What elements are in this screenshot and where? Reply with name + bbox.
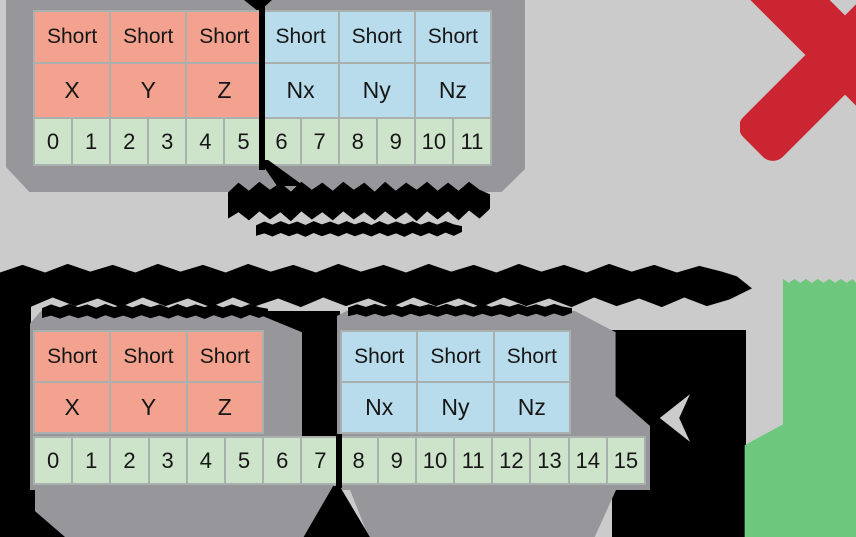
byte-cell: 7 xyxy=(302,438,339,483)
field-type-cell: Short xyxy=(339,12,414,62)
byte-cell: 15 xyxy=(607,438,644,483)
byte-cell: 4 xyxy=(187,119,224,164)
bottom-position-field-table: Short Short Short X Y Z xyxy=(33,330,264,434)
byte-cell: 4 xyxy=(187,438,224,483)
green-check-mark xyxy=(744,278,856,537)
field-name-cell: Y xyxy=(111,64,186,117)
byte-cell: 5 xyxy=(225,438,263,483)
field-type-cell: Short xyxy=(187,12,262,62)
byte-cell: 9 xyxy=(378,438,415,483)
byte-cell: 3 xyxy=(149,438,186,483)
byte-cell: 9 xyxy=(377,119,414,164)
byte-cell: 5 xyxy=(225,119,262,164)
field-type-cell: Short xyxy=(111,332,186,381)
byte-cell: 11 xyxy=(455,438,492,483)
field-name-cell: Z xyxy=(187,64,262,117)
illegible-callout-text xyxy=(256,221,462,237)
byte-cell: 14 xyxy=(569,438,606,483)
illegible-label-text xyxy=(42,304,268,319)
field-type-cell: Short xyxy=(111,12,186,62)
field-name-cell: Y xyxy=(111,383,186,432)
byte-cell: 13 xyxy=(531,438,568,483)
byte-cell: 0 xyxy=(35,438,72,483)
field-name-cell: Nz xyxy=(494,383,569,432)
field-type-cell: Short xyxy=(187,332,262,381)
red-cross-mark xyxy=(740,0,856,166)
panel-foot xyxy=(350,490,616,537)
field-name-cell: X xyxy=(35,64,110,117)
byte-cell: 6 xyxy=(264,438,301,483)
field-type-cell: Short xyxy=(342,332,417,381)
field-name-cell: Z xyxy=(187,383,262,432)
byte-cell: 0 xyxy=(35,119,72,164)
field-type-cell: Short xyxy=(35,12,110,62)
aligned-boundary-line xyxy=(336,434,342,488)
byte-cell: 7 xyxy=(301,119,338,164)
field-type-cell: Short xyxy=(415,12,490,62)
misaligned-boundary-line xyxy=(259,0,265,170)
byte-cell: 2 xyxy=(111,438,148,483)
field-name-cell: Ny xyxy=(418,383,493,432)
field-type-cell: Short xyxy=(494,332,569,381)
field-name-cell: Nx xyxy=(342,383,417,432)
byte-cell: 1 xyxy=(73,119,110,164)
byte-cell: 12 xyxy=(493,438,530,483)
field-type-cell: Short xyxy=(35,332,110,381)
field-type-cell: Short xyxy=(263,12,338,62)
field-name-cell: X xyxy=(35,383,110,432)
field-type-cell: Short xyxy=(418,332,493,381)
byte-cell: 2 xyxy=(111,119,148,164)
byte-cell: 6 xyxy=(263,119,300,164)
field-name-cell: Nz xyxy=(415,64,490,117)
panel-foot xyxy=(35,490,335,537)
illegible-paragraph-text xyxy=(0,263,752,308)
byte-cell: 8 xyxy=(339,119,376,164)
byte-cell: 11 xyxy=(453,119,490,164)
field-name-cell: Nx xyxy=(263,64,338,117)
byte-cell: 3 xyxy=(149,119,186,164)
byte-cell: 10 xyxy=(415,119,452,164)
byte-cell: 1 xyxy=(73,438,110,483)
misaligned-boundary-line-tip xyxy=(244,0,272,10)
bottom-normal-field-table: Short Short Short Nx Ny Nz xyxy=(340,330,571,434)
byte-cell: 8 xyxy=(340,438,377,483)
illegible-label-text xyxy=(348,303,572,318)
field-name-cell: Ny xyxy=(339,64,414,117)
byte-cell: 10 xyxy=(416,438,454,483)
